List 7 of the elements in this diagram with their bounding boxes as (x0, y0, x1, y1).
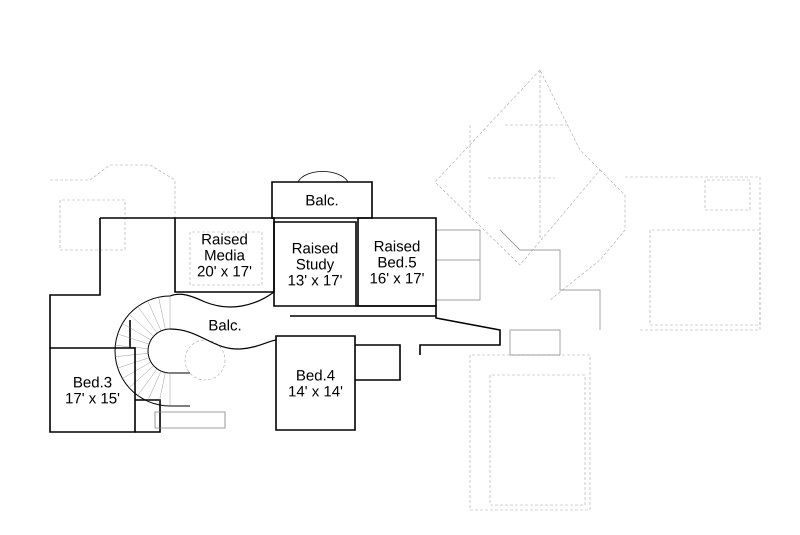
room: Bed.4 14' x 14' (275, 335, 356, 431)
room: Raised Bed.5 16' x 17' (357, 217, 437, 307)
balcony-area: Balc. (210, 320, 240, 330)
room: Balc. (271, 181, 373, 219)
room: Raised Study 13' x 17' (273, 221, 357, 307)
room: Raised Media 20' x 17' (174, 217, 275, 293)
room: Bed.3 17' x 15' (49, 347, 136, 433)
